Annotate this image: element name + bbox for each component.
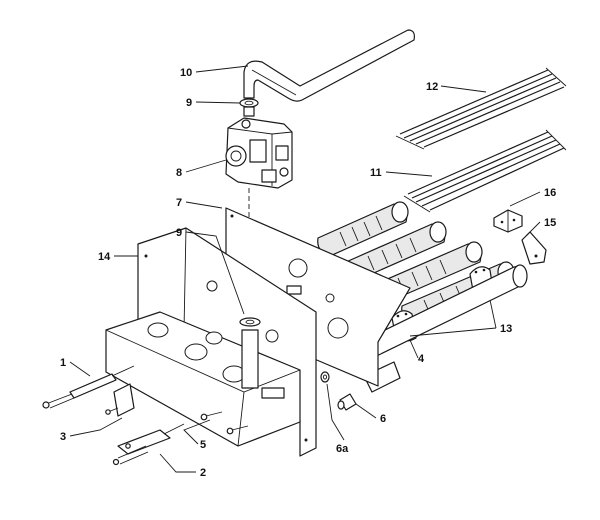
callout-10: 10 [180, 67, 192, 79]
callout-4: 4 [418, 353, 425, 365]
callout-11: 11 [370, 167, 382, 179]
support-clip [521, 231, 547, 265]
callout-1: 1 [60, 357, 66, 369]
fixing-screws [200, 411, 249, 435]
callout-5: 5 [200, 439, 206, 451]
callout-15: 15 [544, 217, 556, 229]
injector [337, 393, 357, 411]
callout-numbers: 10 9 8 7 9 14 1 3 2 5 12 11 16 15 13 4 6… [60, 67, 556, 479]
gas-valve [225, 117, 293, 189]
gas-supply-pipe [243, 29, 415, 102]
callout-16: 16 [544, 187, 556, 199]
leader-lines [69, 65, 541, 473]
pipe-stub-with-washer [239, 317, 261, 389]
washer-upper [239, 98, 259, 117]
pilot-burner [112, 423, 185, 466]
callout-14: 14 [98, 251, 111, 263]
callout-13: 13 [500, 323, 512, 335]
callout-7: 7 [176, 197, 182, 209]
base-tray [105, 311, 301, 447]
callout-6a: 6a [336, 443, 349, 455]
ignition-electrode [42, 365, 135, 409]
rod-set-upper [395, 67, 567, 150]
callout-9-lower: 9 [176, 227, 182, 239]
rod-set-lower [403, 129, 567, 213]
nut-6a [320, 371, 330, 383]
callout-6: 6 [380, 413, 386, 425]
callout-9-upper: 9 [186, 97, 192, 109]
burner-bar-1 [317, 201, 409, 257]
callout-8: 8 [176, 167, 182, 179]
callout-3: 3 [60, 431, 66, 443]
mounting-bracket [493, 209, 523, 233]
electrode-bracket [105, 383, 135, 417]
callout-2: 2 [200, 467, 206, 479]
callout-12: 12 [426, 81, 438, 93]
